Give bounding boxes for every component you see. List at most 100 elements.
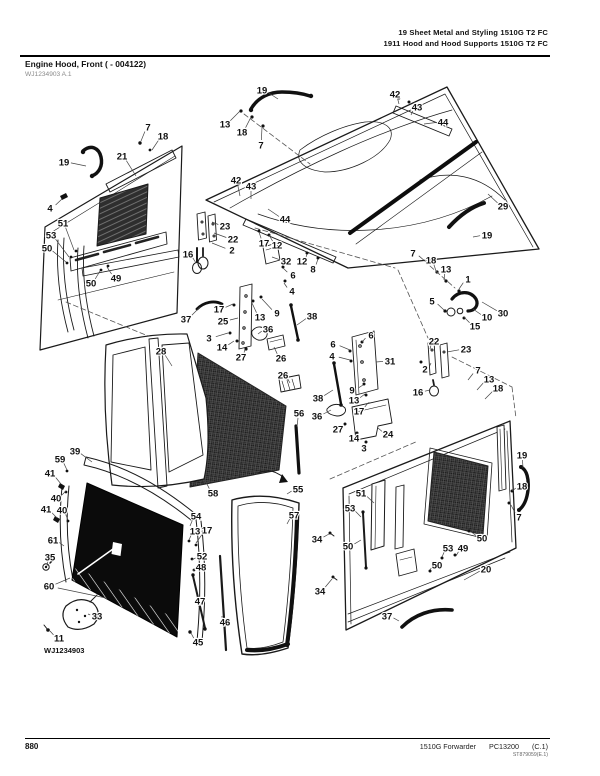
leader-line [70, 162, 87, 167]
callout-51: 51 [58, 218, 69, 229]
callout-38: 38 [313, 393, 324, 404]
figure-label: WJ1234903 [44, 646, 84, 655]
callout-17: 17 [354, 406, 365, 417]
left-side-panel-art [39, 141, 202, 351]
leader-line [261, 298, 273, 310]
leader-line [356, 432, 358, 434]
callout-35: 35 [45, 552, 56, 563]
leader-line [429, 362, 432, 366]
leader-line [315, 258, 319, 265]
leader-line [195, 533, 203, 544]
footer-rule [25, 738, 550, 740]
header-subsection-line: 1911 Hood and Hood Supports 1510G T2 FC [383, 39, 548, 48]
leader-line [472, 235, 481, 238]
callout-2: 2 [229, 245, 234, 256]
leader-line [268, 234, 273, 242]
leader-line [245, 116, 252, 128]
leader-line [324, 389, 334, 396]
callout-40: 40 [51, 493, 62, 504]
leader-line [366, 495, 375, 504]
callout-9: 9 [349, 385, 354, 396]
callout-4: 4 [289, 286, 295, 297]
callout-52: 52 [197, 551, 208, 562]
footer-right: 1510G Forwarder PC13200 (C.1) ST879059(E… [420, 742, 548, 758]
callout-19: 19 [257, 85, 268, 96]
callout-36: 36 [312, 411, 323, 422]
callout-16: 16 [183, 249, 194, 260]
callout-10: 10 [482, 312, 493, 323]
leader-line [397, 98, 400, 105]
callout-40: 40 [57, 505, 68, 516]
footer-catalog-number: PC13200 [489, 742, 520, 751]
figure-reference: WJ1234903 A.1 [25, 70, 72, 78]
callout-55: 55 [293, 484, 304, 495]
leader-line [424, 389, 431, 392]
leader-line [423, 122, 437, 125]
callout-13: 13 [441, 264, 452, 275]
callout-5: 5 [429, 296, 435, 307]
callout-12: 12 [272, 240, 283, 251]
callout-54: 54 [191, 511, 202, 522]
callout-50: 50 [432, 560, 443, 571]
callout-26: 26 [278, 370, 289, 381]
callout-33: 33 [92, 611, 103, 622]
callout-17: 17 [214, 304, 225, 315]
callout-22: 22 [429, 336, 440, 347]
leader-line [228, 340, 235, 346]
callout-48: 48 [196, 562, 207, 573]
callout-13: 13 [220, 119, 231, 130]
callout-22: 22 [228, 234, 239, 245]
callout-18: 18 [237, 127, 248, 138]
callout-28: 28 [156, 346, 167, 357]
callout-42: 42 [390, 89, 401, 100]
leader-line [63, 463, 68, 471]
callout-47: 47 [195, 596, 206, 607]
callout-23: 23 [220, 221, 231, 232]
callout-6: 6 [330, 339, 335, 350]
callout-36: 36 [263, 324, 274, 335]
callout-61: 61 [48, 535, 59, 546]
callout-56: 56 [294, 408, 305, 419]
callout-15: 15 [470, 321, 481, 332]
leader-line [243, 348, 246, 353]
leader-line [80, 453, 93, 463]
right-side-panel-art [328, 420, 530, 631]
callout-4: 4 [329, 351, 335, 362]
leader-line [65, 227, 75, 251]
callout-37: 37 [382, 611, 393, 622]
callout-44: 44 [280, 214, 291, 225]
callout-50: 50 [86, 278, 97, 289]
leader-line [305, 253, 308, 258]
leader-line [476, 382, 485, 391]
callout-13: 13 [349, 395, 360, 406]
callout-7: 7 [475, 365, 480, 376]
leader-line [261, 126, 263, 141]
callout-44: 44 [438, 117, 449, 128]
leader-line [257, 330, 262, 335]
callout-6: 6 [368, 330, 373, 341]
leader-line [87, 613, 91, 616]
center-hardware-art [195, 211, 320, 393]
leader-line [359, 393, 366, 398]
callout-16: 16 [413, 387, 424, 398]
callout-58: 58 [208, 488, 219, 499]
footer-model: 1510G Forwarder [419, 742, 477, 751]
footer-revision: (C.1) [532, 742, 548, 751]
leader-line [458, 282, 464, 290]
callout-31: 31 [385, 356, 396, 367]
callout-13: 13 [190, 526, 201, 537]
callout-53: 53 [443, 543, 454, 554]
leader-line [354, 539, 362, 545]
callout-12: 12 [297, 256, 308, 267]
callout-34: 34 [312, 534, 323, 545]
leader-line [258, 231, 262, 239]
callout-24: 24 [383, 429, 394, 440]
callout-7: 7 [145, 122, 150, 133]
callout-2: 2 [422, 364, 427, 375]
callout-21: 21 [117, 151, 128, 162]
callout-7: 7 [516, 512, 521, 523]
callout-7: 7 [410, 248, 415, 259]
hood-art [205, 86, 540, 339]
leader-line [164, 354, 173, 367]
leader-line [267, 208, 280, 217]
